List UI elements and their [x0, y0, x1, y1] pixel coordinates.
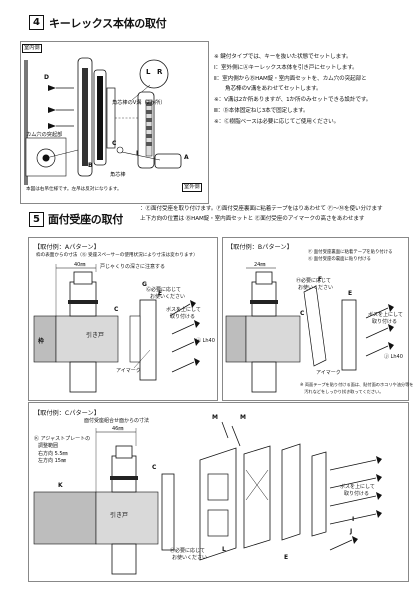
pattern-a-door-label: 引き戸 — [86, 332, 105, 339]
step-5-sub-2: 上下方向の位置は ⒷHAM錠・室内面セットと Ⓔ面付受座のアイマークの高さをあわ… — [140, 216, 365, 222]
pattern-b-part-f: F — [318, 276, 323, 283]
step-4-title: キーレックス本体の取付 — [49, 17, 167, 30]
pattern-c-title: 【取付例：Cパターン】 — [34, 410, 100, 417]
pattern-c-callout-3: Ⓚ アジャストプレートの — [34, 436, 91, 442]
cam-pin-label: カム穴の突起部 — [26, 132, 63, 138]
part-a-label: A — [184, 154, 189, 161]
pattern-c-door-label: 引き戸 — [110, 512, 129, 519]
pattern-b-callout-2: Ⓖ 面付受座の裏面に貼り付ける — [308, 257, 371, 262]
pattern-a-frame — [28, 237, 218, 401]
step-5-sub-1: ：Ⓔ面付受座を取り付けます。Ⓕ面付受座裏面に粘着テープをはりあわせて Ⓕ〜Ⓝを使… — [140, 206, 383, 212]
pattern-c-part-j: J — [350, 528, 353, 535]
step-5-title: 面付受座の取付 — [48, 213, 123, 226]
pattern-b-title: 【取付例：Bパターン】 — [227, 244, 293, 251]
pattern-a-callout-6: ボスを上にして — [166, 307, 201, 313]
pattern-a-callout-7: 取り付ける — [170, 314, 196, 320]
pattern-b-callout-3: 24㎜ — [254, 262, 266, 268]
pattern-a-callout-9: アイマーク — [116, 368, 141, 374]
step-4-note-7: ※：Ⓒ樹脂ベースは必要に応じてご使用ください。 — [214, 119, 340, 125]
pattern-c-callout-8: お使いください — [172, 555, 208, 561]
pattern-c-callout-2: 46㎜ — [112, 426, 124, 432]
pattern-b-callout-5: お使いください — [298, 285, 334, 291]
step-4-note-6: Ⅲ：Ⓓ本体固定ねじ3本で固定します。 — [214, 108, 309, 114]
pattern-c-part-i: I — [352, 516, 355, 523]
pattern-a-callout-5: お使いください — [150, 294, 186, 300]
pattern-a-callout-8: Ⓙ Lh40 — [196, 338, 215, 344]
step-4-number: 4 — [29, 15, 44, 30]
pattern-c-callout-1: 面付受座組合せ面からの寸法 — [84, 418, 150, 424]
pattern-a-frame-label: 枠 — [38, 338, 45, 345]
pattern-c-frame — [28, 402, 409, 582]
pattern-c-part-e: E — [284, 554, 289, 561]
step-4-note-5: ※：V溝は2か所ありますが、1か所のみセットできる設計です。 — [214, 97, 372, 103]
step-4-note-1: ※ 鍵付タイプでは、キーを抜いた状態でセットします。 — [214, 54, 352, 60]
pattern-c-callout-4: 調整範囲 — [38, 443, 59, 449]
pattern-b-callout-10: ※ 両面テープを貼り付ける面は、貼付面のホコリや油分等を — [300, 382, 414, 387]
pattern-b-part-c: C — [300, 310, 305, 317]
pattern-b-callout-6: ボスを上にして — [368, 312, 403, 318]
pattern-a-part-c: C — [114, 306, 119, 313]
v-groove-label: 角芯棒のV溝（2か所） — [112, 100, 166, 106]
pattern-c-callout-5: 右方向 5.5㎜ — [38, 451, 68, 457]
indoor-label: 室内側 — [22, 44, 42, 53]
pattern-b-callout-4: Ⓗ必要に応じて — [296, 278, 332, 284]
pattern-c-callout-10: 取り付ける — [344, 491, 370, 497]
outdoor-label: 室外側 — [182, 183, 202, 192]
pattern-c-part-c: C — [152, 464, 157, 471]
pattern-c-part-m2: M — [240, 414, 246, 421]
pattern-c-part-k: K — [58, 482, 63, 489]
pattern-c-callout-7: Ⓚ必要に応じて — [170, 548, 206, 554]
pattern-b-callout-7: 取り付ける — [372, 319, 398, 325]
pattern-a-callout-2: 40㎜ — [74, 262, 86, 268]
pattern-c-callout-6: 左方向 15㎜ — [38, 458, 66, 464]
pattern-b-callout-8: Ⓙ Lh40 — [384, 354, 403, 360]
part-b-label: B — [88, 162, 93, 169]
pattern-c-callout-9: ボスを上にして — [340, 484, 375, 490]
pattern-a-callout-1: 枠の表面からの寸法（Ⓖ 受座スペーサーの使用状況により寸法は変わります） — [36, 253, 198, 258]
step-4-note-4: 角芯棒のV溝をあわせてセットします。 — [214, 86, 322, 92]
pattern-a-part-e: E — [158, 290, 163, 297]
pattern-a-part-g: G — [142, 281, 147, 288]
pattern-a-callout-4: Ⓖ必要に応じて — [146, 287, 182, 293]
key-l-label: L — [146, 68, 151, 76]
cam-note-label: 本図は右吊仕様です。左吊は反対になります。 — [26, 187, 122, 192]
pattern-b-part-e: E — [348, 290, 353, 297]
square-bar-label: 角芯棒 — [110, 172, 126, 178]
pattern-b-frame — [222, 237, 409, 401]
pattern-b-callout-11: 汚れなどをしっかり拭き取ってください。 — [300, 389, 384, 394]
pattern-a-title: 【取付例：Aパターン】 — [34, 244, 100, 251]
pattern-b-callout-9: アイマーク — [316, 370, 341, 376]
part-c-label: C — [112, 140, 117, 147]
part-i-label: I — [136, 150, 139, 157]
key-r-label: R — [157, 68, 163, 76]
pattern-a-callout-3: 戸じゃくりの深さに注意する — [100, 264, 166, 270]
step-4-illustration-frame — [20, 41, 209, 204]
part-d-label: D — [44, 74, 49, 81]
step-5-number: 5 — [29, 212, 44, 227]
pattern-b-callout-1: Ⓕ 面付受座裏面に粘着テープを貼り付ける — [308, 250, 393, 255]
step-4-note-2: Ⅰ：室外側にⒶキーレックス本体を引き戸にセットします。 — [214, 65, 358, 71]
step-4-note-3: Ⅱ：室内側からⒷHAM錠・室内面セットを、カム穴の突起部と — [214, 76, 367, 82]
pattern-c-part-l: L — [222, 546, 226, 553]
pattern-c-part-m1: M — [212, 414, 218, 421]
